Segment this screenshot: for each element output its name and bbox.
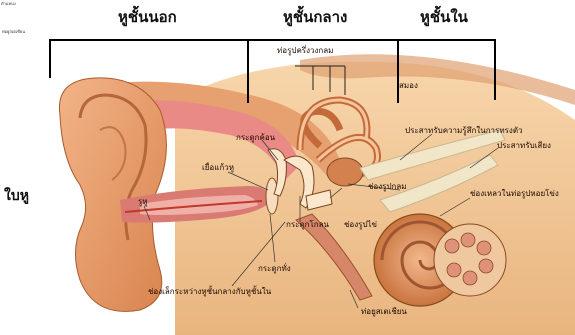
pinna-shape <box>59 78 166 312</box>
label-balance-nerve: ประสาทรับความรู้สึกในการทรงตัว <box>405 127 523 135</box>
label-cochlea: ช่องเหลวในท่อรูปหอยโข่ง <box>470 190 559 198</box>
label-hammer: กระดูกค้อน <box>236 134 275 142</box>
eardrum-shape <box>266 178 278 214</box>
corner-note: ตำแหน่ง <box>1 2 16 6</box>
corner-subnote: ท่อยูสเตเชียน <box>2 30 25 34</box>
label-hearing-nerve: ประสาทรับเสียง <box>497 142 551 150</box>
vestibule <box>327 158 363 186</box>
label-middle-gap: ช่องเล็กระหว่างหูชั้นกลางกับหูชั้นใน <box>148 288 271 296</box>
pinna-label: ใบหู <box>4 189 29 203</box>
outer-ear-heading: หูชั้นนอก <box>118 10 177 25</box>
label-stirrup: กระดูกโกลน <box>286 221 329 229</box>
label-semicircular-canals: ท่อรูปครึ่งวงกลม <box>277 47 333 55</box>
label-round-window: ช่องรูปกลม <box>368 183 407 191</box>
label-eustachian: ท่อยูสเตเชียน <box>361 308 407 316</box>
cochlea-section <box>434 224 506 296</box>
label-brain: สมอง <box>399 82 418 90</box>
label-eardrum: เยื่อแก้วหู <box>202 164 234 172</box>
inner-ear-heading: หูชั้นใน <box>420 10 468 25</box>
middle-ear-heading: หูชั้นกลาง <box>283 10 347 25</box>
label-ear-canal: รูหู <box>138 198 148 206</box>
label-oval-window: ช่องรูปไข่ <box>344 221 377 229</box>
label-anvil: กระดูกทั่ง <box>258 265 291 273</box>
